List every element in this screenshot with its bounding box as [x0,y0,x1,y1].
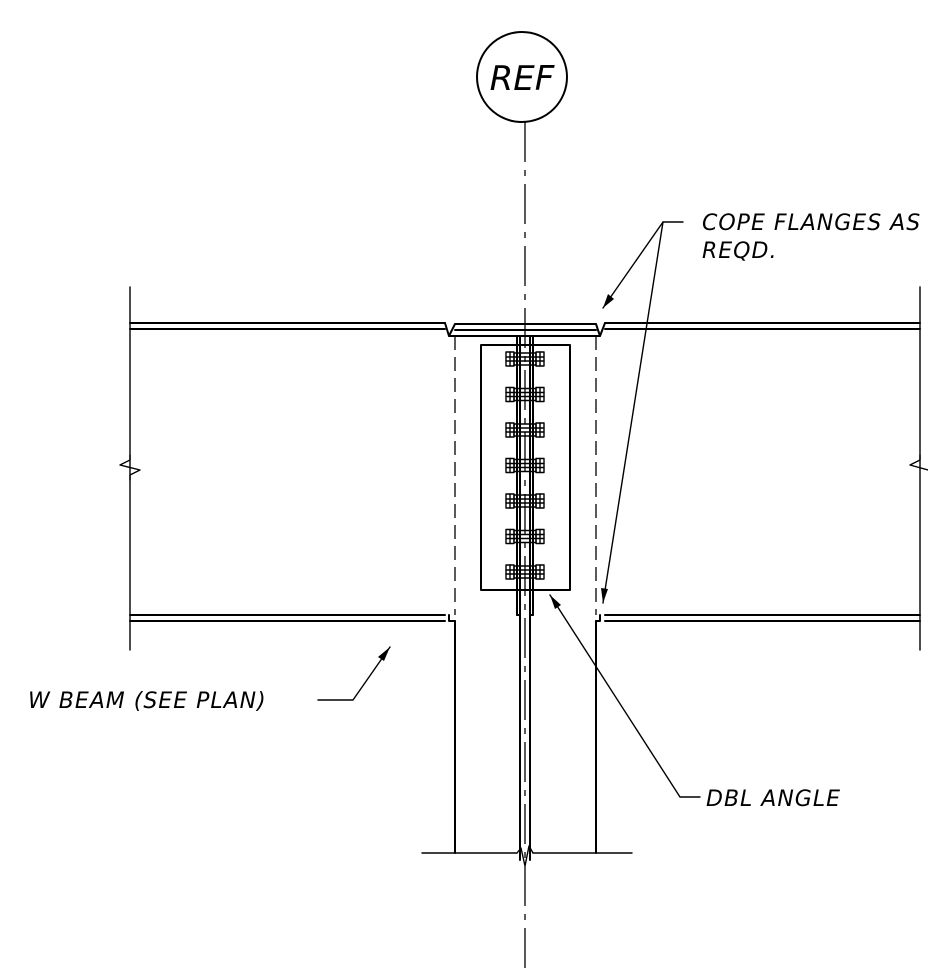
bolt [505,528,545,545]
cope-lines [454,336,597,615]
bolt [505,564,545,580]
leader-lines [317,221,701,798]
cope-flanges-note-line2: REQD. [702,239,777,264]
cope-flanges-note-line1: COPE FLANGES AS [702,211,921,236]
dbl-angle-note: DBL ANGLE [706,787,841,812]
reference-bubble-label: REF [490,59,555,99]
bolt [505,351,545,367]
reference-bubble: REF [476,31,568,123]
left-w-beam [119,286,450,651]
bolt [505,386,545,403]
right-w-beam [599,286,928,651]
w-beam-note: W BEAM (SEE PLAN) [28,689,267,714]
bolt-group [505,351,545,580]
double-angle [480,344,571,591]
bolt [505,457,545,474]
supporting-girder [421,323,633,867]
bolt [505,422,545,438]
bolt [505,493,545,509]
